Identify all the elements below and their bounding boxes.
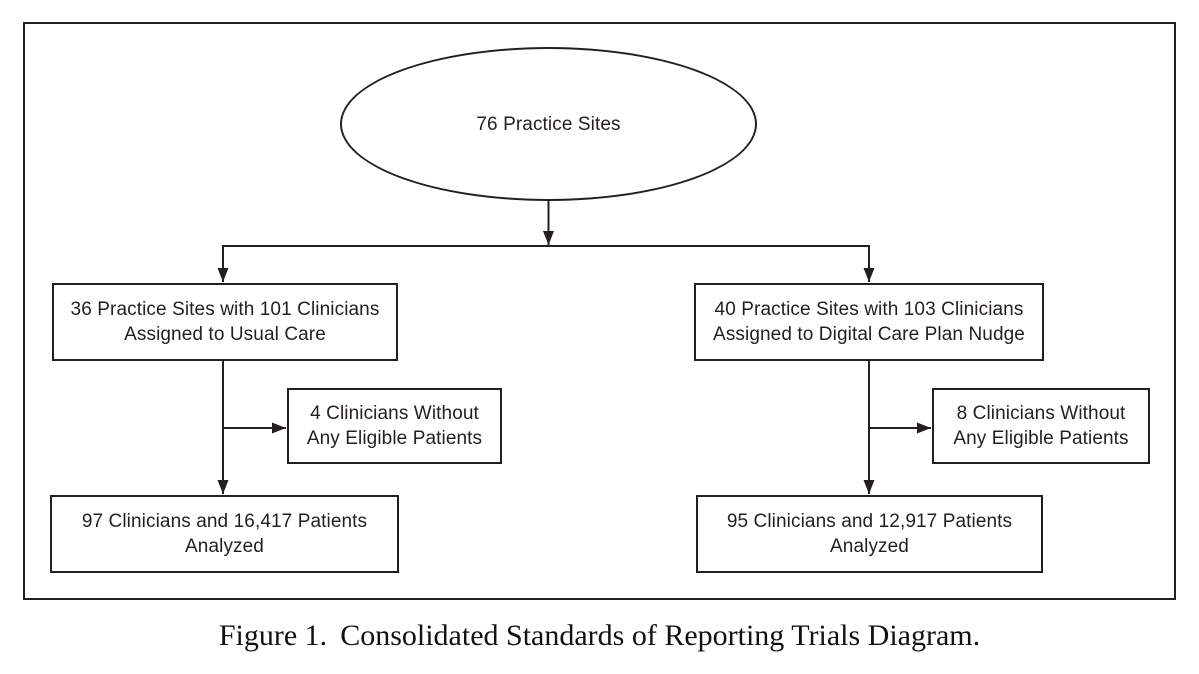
node-usual-care-analyzed: 97 Clinicians and 16,417 Patients Analyz…: [50, 495, 399, 573]
node-nudge-analyzed-line2: Analyzed: [830, 536, 909, 557]
node-usual-care-excluded: 4 Clinicians Without Any Eligible Patien…: [287, 388, 502, 464]
node-nudge-analyzed: 95 Clinicians and 12,917 Patients Analyz…: [696, 495, 1043, 573]
figure-caption-label: Figure 1.: [218, 619, 328, 652]
node-nudge-assignment-line2: Assigned to Digital Care Plan Nudge: [713, 324, 1025, 345]
node-nudge-analyzed-line1: 95 Clinicians and 12,917 Patients: [726, 511, 1013, 532]
node-usual-care-excluded-line2: Any Eligible Patients: [306, 428, 483, 449]
node-nudge-excluded-line1: 8 Clinicians Without: [956, 403, 1126, 424]
node-nudge-assignment: 40 Practice Sites with 103 Clinicians As…: [694, 283, 1044, 361]
node-usual-care-assignment-line2: Assigned to Usual Care: [124, 324, 326, 345]
node-nudge-excluded-line2: Any Eligible Patients: [953, 428, 1129, 449]
node-practice-sites-label: 76 Practice Sites: [476, 113, 621, 135]
node-nudge-assignment-line1: 40 Practice Sites with 103 Clinicians: [714, 299, 1024, 320]
node-usual-care-assignment: 36 Practice Sites with 101 Clinicians As…: [52, 283, 398, 361]
node-usual-care-excluded-line1: 4 Clinicians Without: [310, 403, 479, 424]
figure-caption-title: Consolidated Standards of Reporting Tria…: [340, 619, 981, 652]
node-usual-care-analyzed-line2: Analyzed: [185, 536, 264, 557]
node-practice-sites: 76 Practice Sites: [340, 47, 757, 201]
figure-caption: Figure 1. Consolidated Standards of Repor…: [0, 616, 1199, 656]
node-usual-care-analyzed-line1: 97 Clinicians and 16,417 Patients: [81, 511, 368, 532]
node-usual-care-assignment-line1: 36 Practice Sites with 101 Clinicians: [70, 299, 380, 320]
node-nudge-excluded: 8 Clinicians Without Any Eligible Patien…: [932, 388, 1150, 464]
